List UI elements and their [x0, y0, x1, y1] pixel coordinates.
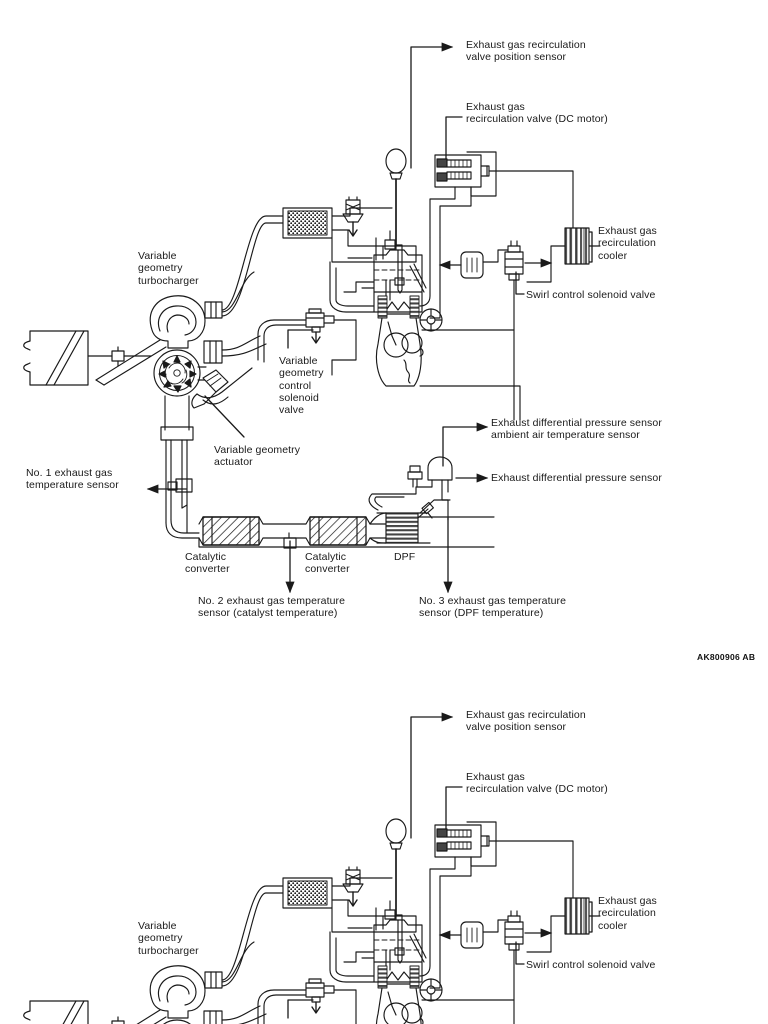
- label-exhaust-differential-pressure-sensor: Exhaust differential pressure sensor: [491, 472, 662, 484]
- air-cleaner-repeat: [23, 1000, 125, 1024]
- bottom-figure-inner: Exhaust gas recirculation valve position…: [0, 670, 768, 1024]
- label-no2-exhaust-gas-temperature-sensor: No. 2 exhaust gas temperature sensor (ca…: [198, 595, 346, 620]
- egr-system-schematic-svg-repeat: [23, 712, 601, 1024]
- intake-duct-valve-repeat: [331, 818, 417, 933]
- label-variable-geometry-actuator: Variable geometry actuator: [214, 444, 301, 469]
- exhaust-system: [165, 456, 495, 549]
- engine-block: [329, 237, 521, 421]
- egr-valve-dc-motor: [429, 151, 574, 259]
- vacuum-hoses-repeat: [221, 941, 267, 1024]
- label-egr-valve-position-sensor: Exhaust gas recirculation valve position…: [466, 39, 586, 64]
- label-swirl-control-solenoid-valve-repeat: Swirl control solenoid valve: [526, 959, 656, 971]
- variable-geometry-turbocharger-repeat: [136, 965, 223, 1024]
- intake-duct-valve: [331, 148, 417, 263]
- bottom-figure-clip: Exhaust gas recirculation valve position…: [0, 670, 768, 1024]
- intercooler: [221, 207, 393, 317]
- variable-geometry-turbocharger: [95, 295, 223, 524]
- label-variable-geometry-turbocharger-repeat: Variable geometry turbocharger: [138, 920, 199, 957]
- label-variable-geometry-control-solenoid-valve: Variable geometry control solenoid valve: [279, 355, 324, 417]
- diagram-figure-top: Exhaust gas recirculation valve position…: [23, 39, 662, 620]
- label-egr-valve-dc-motor: Exhaust gas recirculation valve (DC moto…: [466, 101, 608, 126]
- swirl-control-solenoid-valve: [438, 240, 553, 421]
- egr-system-schematic-svg: [23, 42, 601, 594]
- air-cleaner: [23, 330, 152, 386]
- label-catalytic-converter-2: Catalytic converter: [305, 551, 350, 576]
- engine-block-repeat: [329, 907, 515, 1024]
- label-variable-geometry-turbocharger: Variable geometry turbocharger: [138, 250, 199, 287]
- swirl-control-solenoid-valve-repeat: [438, 910, 553, 1024]
- intercooler-repeat: [221, 877, 393, 987]
- label-exhaust-differential-pressure-ambient: Exhaust differential pressure sensor amb…: [491, 417, 662, 442]
- egr-cooler: [526, 227, 601, 283]
- label-swirl-control-solenoid-valve: Swirl control solenoid valve: [526, 289, 656, 301]
- label-egr-valve-dc-motor-repeat: Exhaust gas recirculation valve (DC moto…: [466, 771, 608, 796]
- label-dpf: DPF: [394, 551, 416, 563]
- vacuum-hoses: [191, 271, 267, 409]
- label-egr-cooler: Exhaust gas recirculation cooler: [598, 225, 657, 262]
- variable-geometry-control-solenoid-valve-repeat: [257, 978, 357, 1024]
- label-egr-cooler-repeat: Exhaust gas recirculation cooler: [598, 895, 657, 932]
- label-no3-exhaust-gas-temperature-sensor: No. 3 exhaust gas temperature sensor (DP…: [419, 595, 567, 620]
- egr-valve-dc-motor-repeat: [429, 821, 574, 929]
- diagram-figure-bottom: Exhaust gas recirculation valve position…: [0, 670, 768, 1024]
- label-egr-valve-position-sensor-repeat: Exhaust gas recirculation valve position…: [466, 709, 586, 734]
- callout-leaders-repeat: [287, 712, 593, 1019]
- figure-code: AK800906 AB: [697, 652, 756, 662]
- variable-geometry-control-solenoid-valve: [257, 308, 357, 376]
- egr-cooler-repeat: [526, 897, 601, 953]
- callout-leaders: [146, 42, 593, 594]
- label-no1-exhaust-gas-temperature-sensor: No. 1 exhaust gas temperature sensor: [26, 467, 119, 492]
- label-catalytic-converter-1: Catalytic converter: [185, 551, 230, 576]
